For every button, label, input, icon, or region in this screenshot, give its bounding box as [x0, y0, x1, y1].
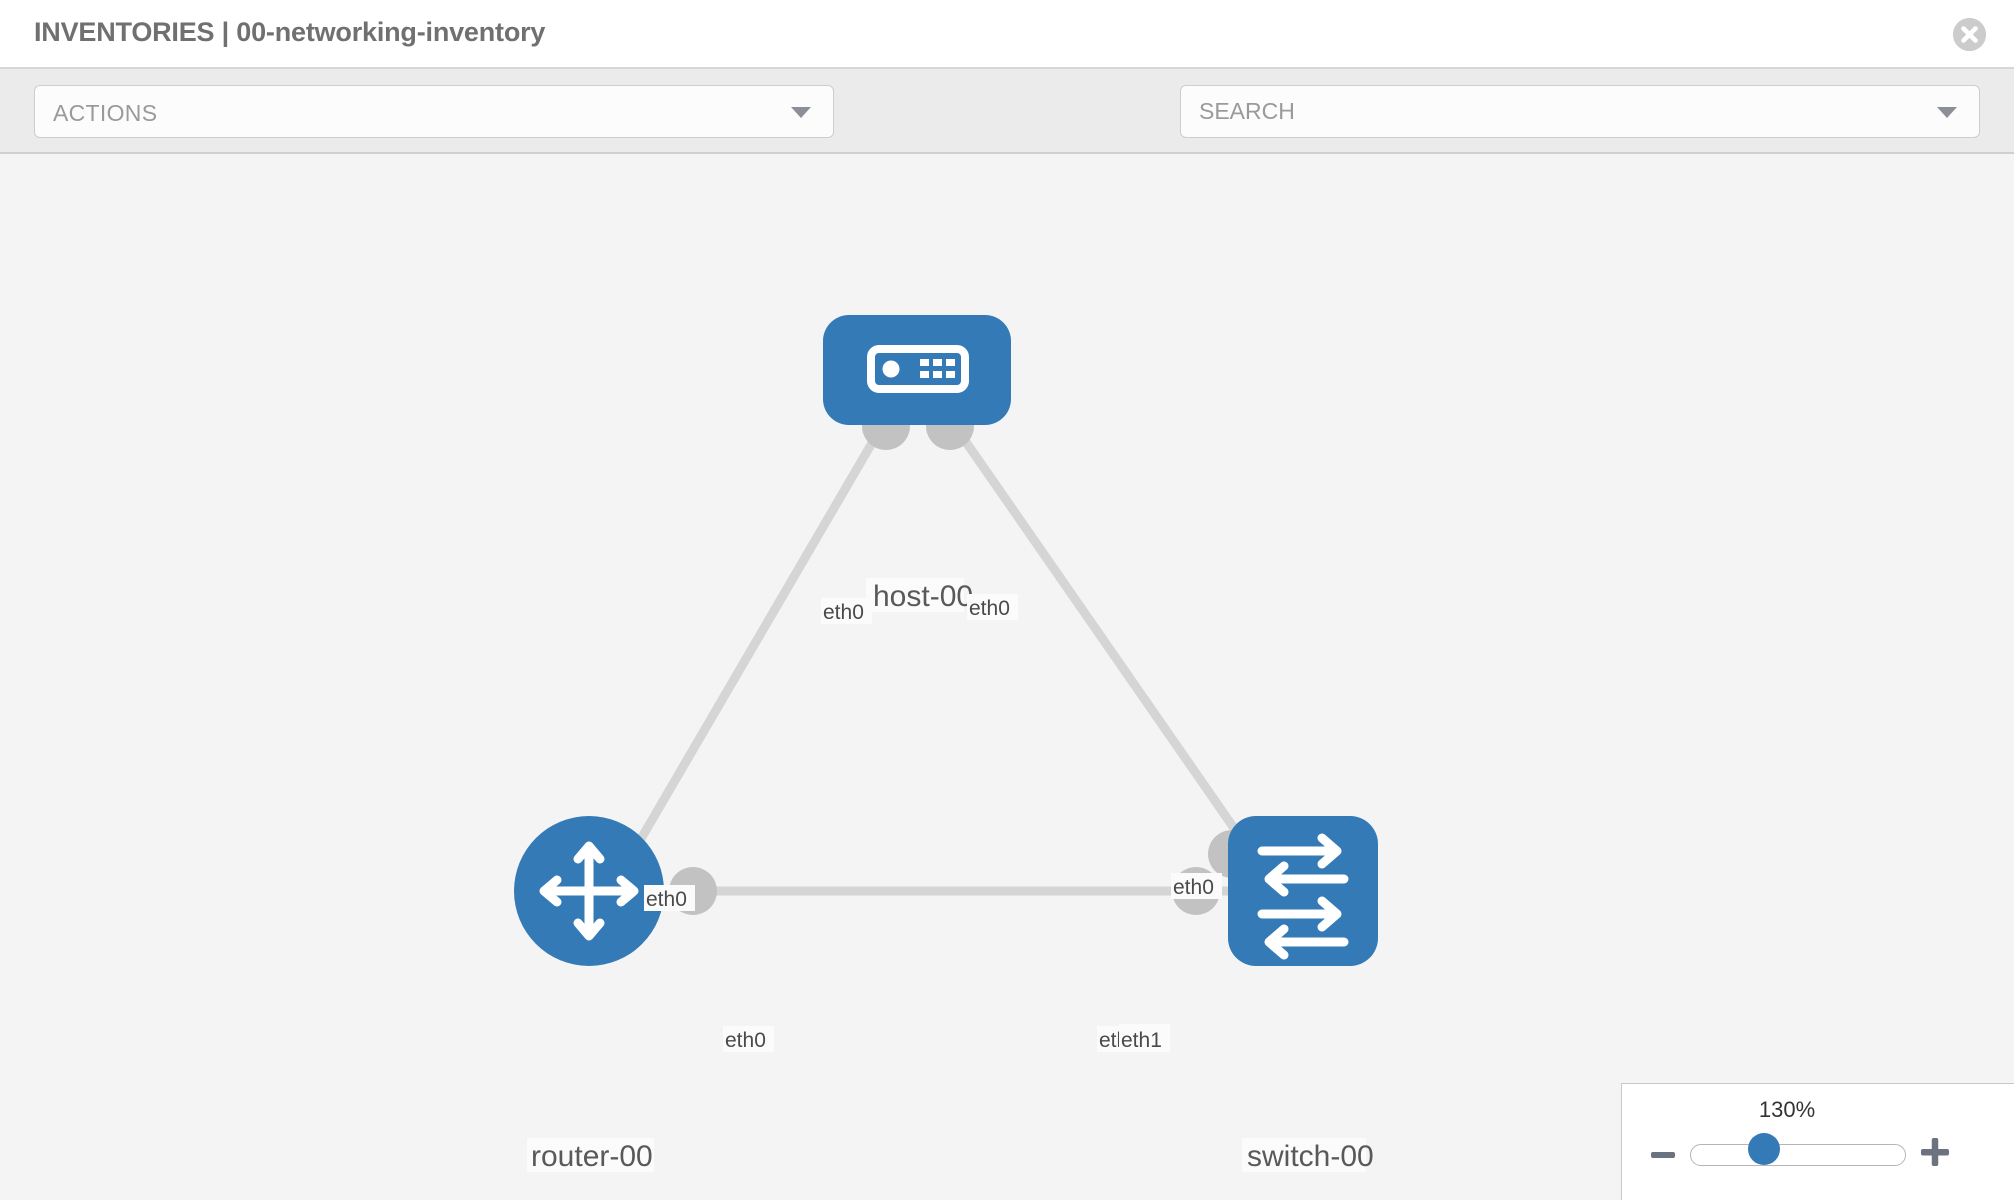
zoom-out-button[interactable] [1650, 1142, 1676, 1168]
iface-label-switch-eth1-trunk: eth1 [1119, 1024, 1170, 1052]
header-bar: INVENTORIES | 00-networking-inventory [0, 0, 2014, 69]
iface-label-router-eth0-uplink: eth0 [644, 885, 695, 911]
toolbar: ACTIONS [0, 69, 2014, 195]
svg-text:eth0: eth0 [1173, 876, 1214, 899]
chevron-down-icon[interactable] [1937, 106, 1957, 118]
router-arrows-icon [539, 841, 639, 941]
iface-label-host-eth0-right: eth0 [967, 594, 1018, 620]
chevron-down-icon [791, 106, 811, 118]
node-label-router-00: router-00 [527, 1138, 654, 1173]
iface-label-switch-eth0-uplink: eth0 [1171, 873, 1222, 899]
node-router-00[interactable] [514, 816, 664, 966]
link-host-router[interactable] [631, 416, 890, 852]
iface-label-host-eth0-left: eth0 [821, 598, 872, 624]
svg-text:switch-00: switch-00 [1247, 1140, 1374, 1173]
actions-dropdown[interactable]: ACTIONS [34, 85, 834, 138]
svg-text:router-00: router-00 [531, 1140, 653, 1173]
link-host-switch[interactable] [946, 416, 1249, 847]
host-node-shape[interactable] [823, 315, 1011, 425]
zoom-in-button[interactable] [1919, 1136, 1951, 1168]
actions-dropdown-label: ACTIONS [53, 100, 158, 126]
iface-label-router-eth0-trunk: eth0 [723, 1026, 774, 1052]
server-icon [867, 345, 969, 393]
svg-text:eth0: eth0 [823, 601, 864, 624]
plus-icon [1921, 1138, 1949, 1166]
search-input[interactable] [1199, 86, 1899, 137]
svg-text:host-00: host-00 [873, 580, 973, 613]
close-button[interactable] [1953, 18, 1986, 51]
topology-canvas[interactable]: host-00 router-00 switch-00 eth0 eth0 [0, 154, 2014, 1200]
node-host-00[interactable] [823, 315, 1011, 425]
search-field[interactable] [1180, 85, 1980, 138]
zoom-slider-track[interactable] [1690, 1144, 1906, 1166]
zoom-level-value: 130% [1758, 1097, 1816, 1122]
minus-icon [1651, 1152, 1675, 1158]
close-icon [1953, 18, 1986, 51]
page-title: INVENTORIES | 00-networking-inventory [34, 17, 546, 47]
svg-text:eth1: eth1 [1121, 1029, 1162, 1052]
topology-graph: host-00 router-00 switch-00 eth0 eth0 [514, 315, 1378, 1173]
svg-text:eth0: eth0 [646, 888, 687, 911]
svg-text:eth0: eth0 [725, 1029, 766, 1052]
node-label-switch-00: switch-00 [1242, 1138, 1374, 1173]
svg-text:eth0: eth0 [969, 597, 1010, 620]
zoom-slider-thumb[interactable] [1748, 1133, 1780, 1165]
zoom-control-panel: 130% [1621, 1083, 2014, 1200]
node-label-host-00: host-00 [866, 578, 973, 613]
switch-arrows-icon [1257, 833, 1349, 960]
node-switch-00[interactable] [1228, 816, 1378, 966]
